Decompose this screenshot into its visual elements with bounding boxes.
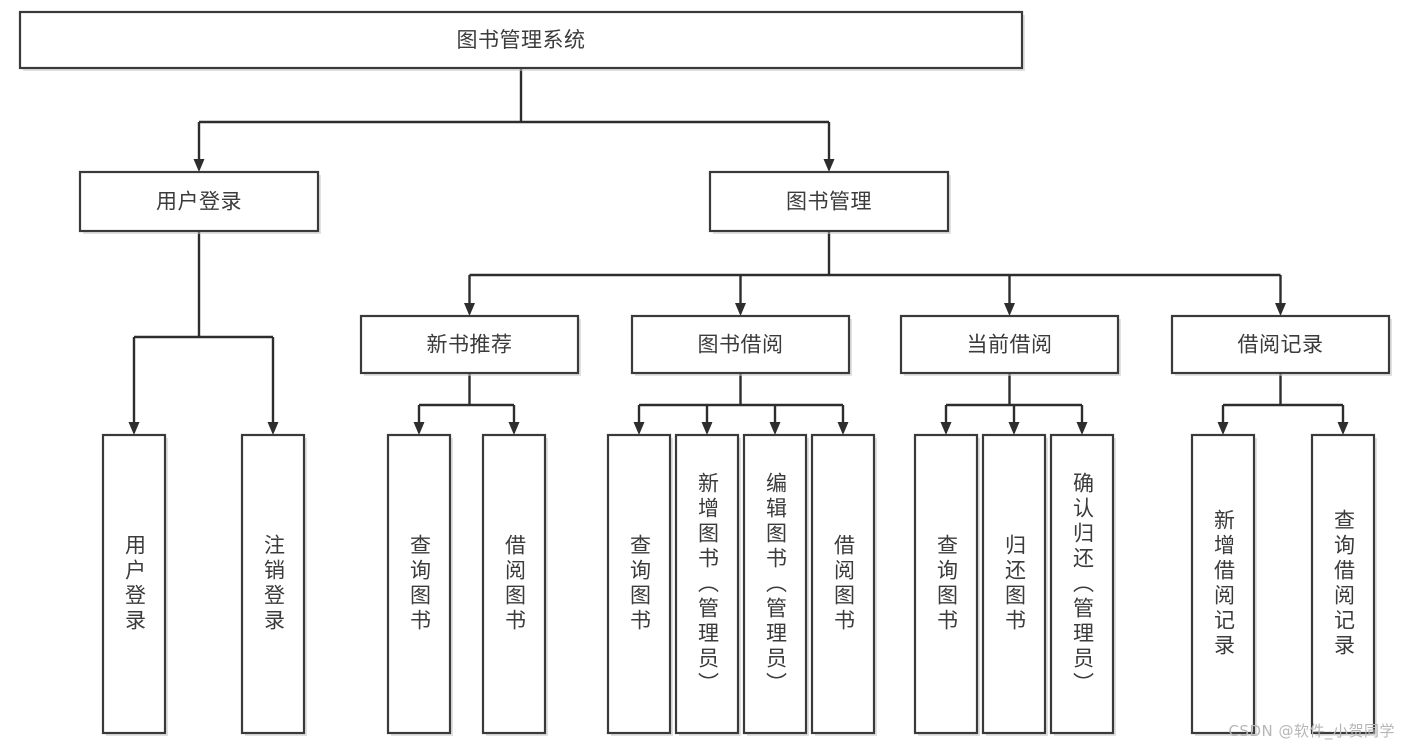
connector-layer	[128, 68, 1349, 435]
node-box-book-manage[interactable]	[708, 170, 950, 233]
arrow-head-icon	[1008, 422, 1020, 435]
arrow-head-icon	[823, 159, 835, 172]
node-box-book-borrow[interactable]	[630, 314, 851, 375]
node-box-leaf-return-book[interactable]	[981, 433, 1047, 735]
arrow-head-icon	[508, 422, 520, 435]
node-box-user-login[interactable]	[78, 170, 320, 233]
arrow-head-icon	[735, 303, 746, 316]
node-label-current-borrow: 当前借阅	[967, 333, 1053, 357]
node-box-leaf-add-book-admin[interactable]	[674, 433, 740, 735]
arrow-head-icon	[128, 422, 140, 435]
node-label-book-manage: 图书管理	[786, 190, 872, 214]
node-box-leaf-confirm-return-admin[interactable]	[1049, 433, 1115, 735]
arrow-head-icon	[940, 422, 952, 435]
arrow-head-icon	[1217, 422, 1229, 435]
node-label-new-book-recommend: 新书推荐	[427, 333, 513, 357]
node-box-leaf-edit-book-admin[interactable]	[742, 433, 808, 735]
watermark-text: CSDN @软件_小贺同学	[1228, 722, 1395, 740]
node-box-leaf-query-book-cb[interactable]	[913, 433, 979, 735]
node-box-current-borrow[interactable]	[899, 314, 1120, 375]
node-box-leaf-user-login[interactable]	[101, 433, 167, 735]
node-box-leaf-borrow-book-bb[interactable]	[810, 433, 876, 735]
arrow-head-icon	[413, 422, 425, 435]
node-box-root[interactable]	[18, 10, 1024, 70]
arrow-head-icon	[267, 422, 279, 435]
arrow-head-icon	[701, 422, 713, 435]
node-box-new-book-recommend[interactable]	[359, 314, 580, 375]
node-box-leaf-query-book-rec[interactable]	[386, 433, 452, 735]
node-label-root: 图书管理系统	[457, 28, 586, 52]
arrow-head-icon	[1076, 422, 1088, 435]
node-label-borrow-record: 借阅记录	[1238, 333, 1324, 357]
arrow-head-icon	[769, 422, 781, 435]
arrow-head-icon	[193, 159, 205, 172]
node-box-leaf-add-borrow-record[interactable]	[1190, 433, 1256, 735]
node-box-leaf-user-logout[interactable]	[240, 433, 306, 735]
arrow-head-icon	[837, 422, 849, 435]
node-label-book-borrow: 图书借阅	[698, 333, 784, 357]
node-box-leaf-borrow-book-rec[interactable]	[481, 433, 547, 735]
node-label-user-login: 用户登录	[156, 190, 242, 214]
arrow-head-icon	[464, 303, 475, 316]
arrow-head-icon	[633, 422, 645, 435]
arrow-head-icon	[1004, 303, 1015, 316]
node-box-borrow-record[interactable]	[1170, 314, 1391, 375]
arrow-head-icon	[1275, 303, 1286, 316]
node-box-leaf-query-book-bb[interactable]	[606, 433, 672, 735]
arrow-head-icon	[1337, 422, 1349, 435]
node-box-leaf-query-borrow-record[interactable]	[1310, 433, 1376, 735]
